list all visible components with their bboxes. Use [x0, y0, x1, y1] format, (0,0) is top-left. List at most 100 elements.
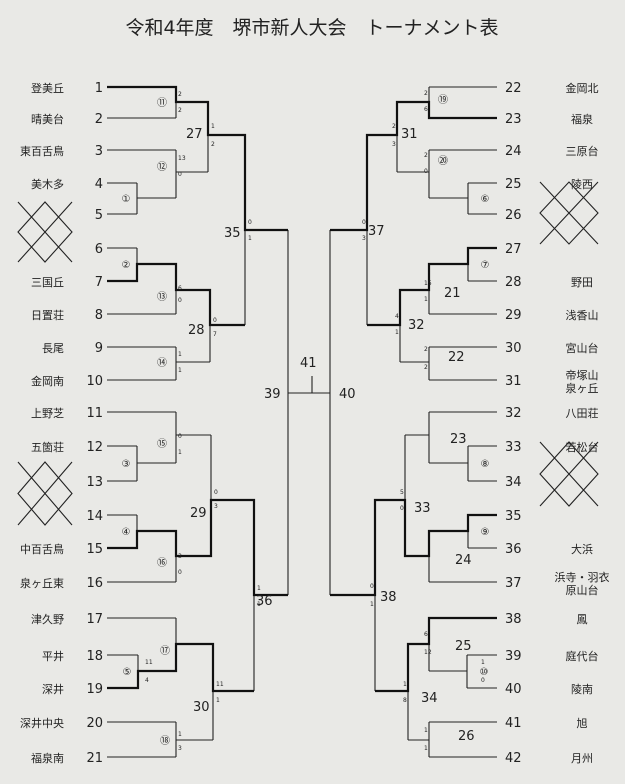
match-number: 34 — [421, 691, 438, 706]
slot-number: 21 — [86, 751, 103, 766]
bracket-line-right — [429, 446, 469, 481]
score-label: 8 — [403, 697, 407, 704]
team-name: 福泉 — [571, 112, 593, 126]
score-label: 0 — [178, 569, 182, 576]
second-round-label: ⑭ — [157, 357, 167, 369]
page-title: 令和4年度 堺市新人大会 トーナメント表 — [125, 17, 498, 39]
match-number: 21 — [444, 286, 461, 301]
score-label: 1 — [178, 731, 182, 738]
match-number: 35 — [224, 226, 241, 241]
bye-box — [539, 441, 599, 507]
slot-number: 31 — [505, 374, 522, 389]
second-round-label: ⑫ — [157, 161, 167, 173]
slot-number: 17 — [86, 612, 103, 627]
score-label: 5 — [400, 489, 404, 496]
match-number: 37 — [368, 224, 385, 239]
bye-box — [539, 181, 599, 245]
match-number: 23 — [450, 432, 467, 447]
slot-number: 36 — [505, 542, 522, 557]
score-label: 12 — [424, 649, 432, 656]
team-name: 登美丘 — [31, 81, 64, 95]
score-label: 15 — [424, 280, 432, 287]
bracket-line-left — [136, 446, 176, 481]
team-name: 深井 — [42, 682, 64, 696]
match-number: 28 — [188, 323, 205, 338]
slot-number: 34 — [505, 475, 522, 490]
slot-number: 27 — [505, 242, 522, 257]
team-name: 浜寺・羽衣原山台 — [555, 570, 610, 597]
score-label: 1 — [370, 601, 374, 608]
bracket-line-right — [429, 183, 469, 214]
second-round-label: ⑱ — [160, 735, 170, 747]
first-round-label: ⑥ — [481, 194, 490, 205]
match-number: 38 — [380, 590, 397, 605]
bracket-line-left — [207, 102, 245, 172]
team-name: 日置荘 — [31, 309, 64, 322]
slot-number: 14 — [86, 509, 103, 524]
second-round-label: ⑯ — [157, 557, 167, 569]
slot-number: 40 — [505, 682, 522, 697]
score-label: 3 — [178, 745, 182, 752]
team-name: 陵西 — [571, 178, 593, 191]
slot-number: 16 — [86, 576, 103, 591]
first-round-label: ① — [122, 194, 131, 205]
bracket-line-left — [287, 230, 312, 595]
score-label: 11 — [145, 659, 153, 666]
team-name: 月州 — [571, 752, 593, 765]
team-name: 陵南 — [571, 683, 593, 696]
first-round-label: ② — [122, 260, 131, 271]
team-name: 浅香山 — [566, 309, 599, 322]
slot-number: 8 — [95, 308, 103, 323]
bracket-line-left — [175, 347, 210, 380]
match-number: 29 — [190, 506, 207, 521]
slot-number: 29 — [505, 308, 522, 323]
match-number: 30 — [193, 700, 210, 715]
bracket-line-right — [397, 150, 430, 198]
score-label: 2 — [424, 346, 428, 353]
team-name: 晴美台 — [31, 112, 64, 126]
bye-box — [17, 201, 73, 263]
score-label: 2 — [424, 152, 428, 159]
score-label: 3 — [178, 553, 182, 560]
first-round-label: ⑦ — [481, 260, 490, 271]
bracket-line-left — [136, 183, 176, 214]
slot-number: 23 — [505, 112, 522, 127]
score-label: 6 — [424, 106, 428, 113]
winner-path — [367, 246, 497, 327]
score-label: 3 — [214, 503, 218, 510]
match-number: 22 — [448, 350, 465, 365]
score-label: 1 — [395, 329, 399, 336]
match-number: 27 — [186, 127, 203, 142]
slot-number: 2 — [95, 112, 103, 127]
score-label: 2 — [424, 90, 428, 97]
score-label: 0 — [214, 489, 218, 496]
slot-number: 7 — [95, 275, 103, 290]
score-label: 0 — [362, 219, 366, 226]
team-name: 上野芝 — [31, 407, 64, 420]
bracket-line-left — [175, 412, 211, 463]
slot-number: 19 — [86, 682, 103, 697]
score-label: 3 — [362, 235, 366, 242]
slot-number: 1 — [95, 81, 103, 96]
team-name: 平井 — [42, 649, 64, 663]
match-number: 40 — [339, 387, 356, 402]
team-name: 庭代台 — [566, 649, 599, 663]
second-round-label: ⑲ — [438, 94, 448, 106]
slot-number: 41 — [505, 716, 522, 731]
slot-number: 10 — [86, 374, 103, 389]
first-round-label: ⑤ — [123, 667, 132, 678]
second-round-label: ⑳ — [438, 155, 448, 167]
team-name: 帝塚山泉ヶ丘 — [566, 368, 599, 395]
winner-path — [107, 262, 245, 327]
slot-number: 9 — [95, 341, 103, 356]
match-number: 41 — [300, 356, 317, 371]
score-label: 3 — [392, 141, 396, 148]
score-label: 1 — [481, 659, 485, 666]
score-label: 1 — [403, 681, 407, 688]
team-name: 若松台 — [566, 440, 599, 454]
slot-number: 26 — [505, 208, 522, 223]
slot-number: 38 — [505, 612, 522, 627]
score-label: 1 — [178, 449, 182, 456]
slot-number: 28 — [505, 275, 522, 290]
